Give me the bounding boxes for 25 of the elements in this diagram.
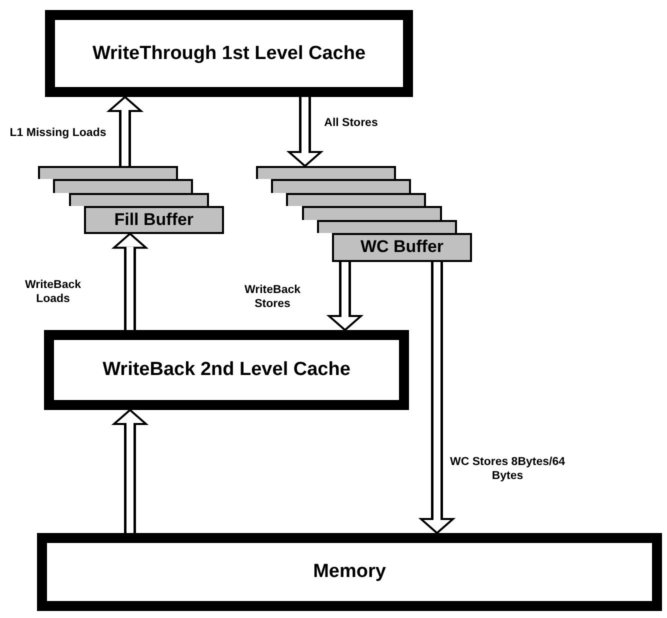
stacked-buffer-box (53, 179, 194, 193)
box-label: Memory (313, 561, 386, 583)
memory-box (37, 533, 662, 611)
box-label: WC Buffer (360, 237, 444, 258)
buffer-box (332, 233, 472, 262)
hollow-arrow (286, 96, 324, 168)
hollow-arrow (111, 232, 149, 331)
edge-label: L1 Missing Loads (8, 126, 108, 140)
box-label: WriteBack 2nd Level Cache (102, 359, 350, 381)
cache-box (44, 330, 409, 410)
stacked-buffer-box (38, 166, 178, 180)
hollow-arrow (106, 96, 144, 167)
stacked-buffer-box (256, 166, 396, 180)
hollow-arrow (418, 260, 456, 534)
hollow-arrow (111, 408, 149, 534)
cache-box (45, 10, 413, 97)
buffer-box (84, 206, 224, 234)
stacked-buffer-box (316, 220, 457, 233)
stacked-buffer-box (271, 179, 412, 193)
stacked-buffer-box (68, 192, 209, 206)
box-label: Fill Buffer (114, 210, 194, 230)
box-label: WriteThrough 1st Level Cache (92, 42, 366, 64)
stacked-buffer-box (286, 192, 426, 206)
hollow-arrow (326, 260, 364, 332)
stacked-buffer-box (302, 206, 442, 220)
